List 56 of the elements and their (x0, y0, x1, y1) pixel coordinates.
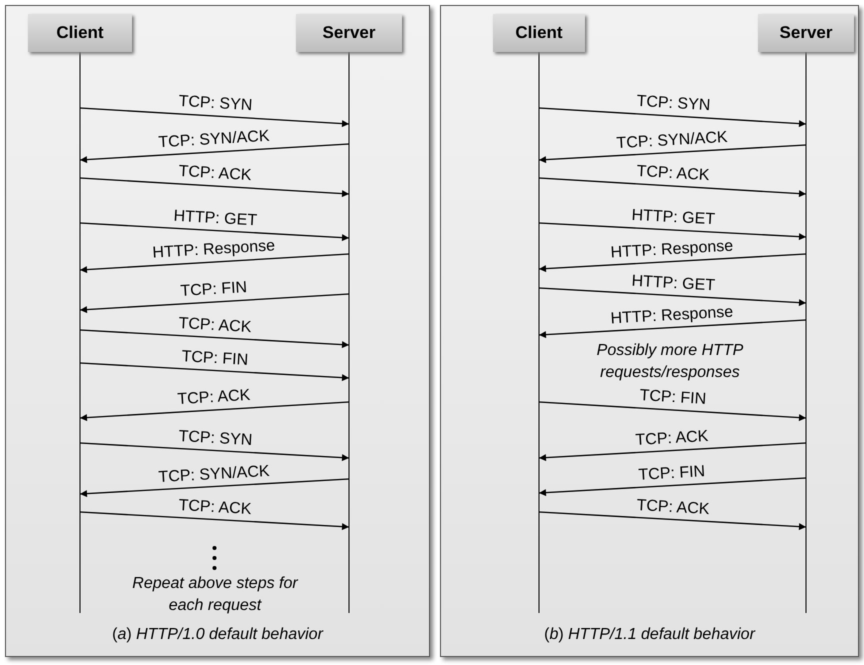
participant-box: Client (28, 14, 132, 52)
message-arrow (80, 222, 350, 242)
message-arrow (80, 143, 350, 164)
edge-label: HTTP: Response (610, 303, 734, 328)
message-arrow (538, 287, 806, 306)
edge-label: HTTP: GET (172, 207, 257, 230)
edge-label: HTTP: Response (610, 237, 734, 262)
message-arrow (538, 253, 806, 272)
message-arrow (80, 293, 350, 314)
message-arrow (80, 107, 350, 128)
panel-caption: (a) HTTP/1.0 default behavior (112, 626, 323, 644)
edge-label: TCP: ACK (636, 496, 710, 519)
message-arrow (80, 362, 350, 382)
message-arrow (80, 511, 350, 530)
message-arrow (80, 329, 350, 348)
edge-label: TCP: SYN/ACK (158, 128, 270, 152)
edge-label: TCP: FIN (181, 348, 249, 370)
message-arrow (538, 442, 806, 462)
edge-label: TCP: ACK (178, 162, 252, 186)
edge-label: HTTP: GET (630, 272, 715, 295)
edge-label: TCP: FIN (180, 279, 248, 301)
message-arrow (80, 401, 350, 422)
edge-label: TCP: ACK (178, 314, 252, 337)
participant-box: Server (296, 14, 402, 52)
participant-box: Server (758, 14, 854, 52)
edge-label: TCP: SYN/ACK (616, 128, 728, 153)
message-arrow (538, 222, 806, 240)
panel-caption: (b) HTTP/1.1 default behavior (544, 626, 755, 644)
message-arrow (538, 477, 806, 496)
edge-label: TCP: FIN (638, 462, 706, 484)
message-arrow (538, 319, 806, 338)
edge-label: HTTP: GET (630, 206, 715, 230)
panel (5, 5, 430, 657)
edge-label: TCP: SYN (178, 427, 252, 450)
message-arrow (538, 401, 806, 422)
edge-label: TCP: ACK (636, 162, 710, 186)
edge-label: TCP: SYN (178, 92, 252, 116)
message-arrow (80, 253, 350, 274)
edge-label: TCP: SYN/ACK (158, 462, 270, 487)
panel (440, 5, 859, 657)
message-arrow (80, 442, 350, 462)
note-text: Repeat above steps for each request (131, 574, 300, 616)
edge-label: TCP: FIN (639, 387, 707, 409)
message-arrow (80, 177, 350, 198)
message-arrow (538, 107, 806, 128)
edge-label: TCP: ACK (635, 427, 709, 450)
message-arrow (538, 144, 806, 164)
participant-box: Client (493, 14, 585, 52)
edge-label: TCP: SYN (636, 92, 710, 116)
edge-label: TCP: ACK (178, 496, 252, 519)
message-arrow (80, 478, 350, 498)
message-arrow (538, 511, 806, 530)
note-text: Possibly more HTTP requests/responses (596, 341, 744, 383)
edge-label: TCP: ACK (177, 386, 251, 410)
message-arrow (538, 177, 806, 198)
edge-label: HTTP: Response (152, 237, 276, 263)
